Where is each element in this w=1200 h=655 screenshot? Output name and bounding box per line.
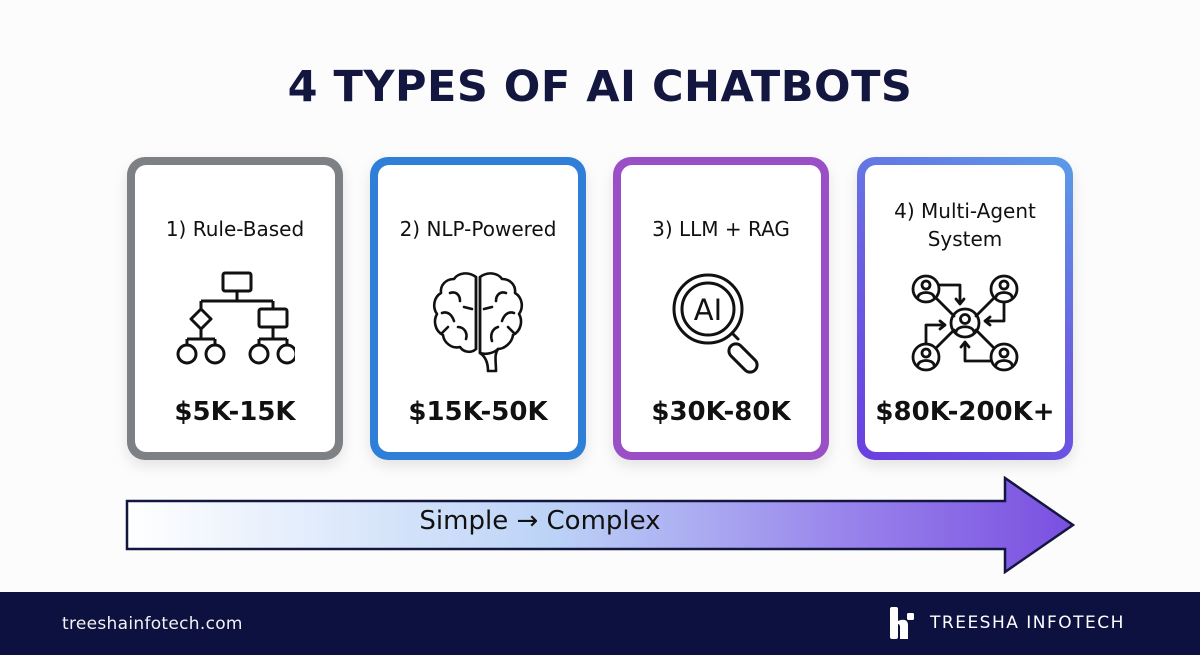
multi-agent-network-icon: [911, 274, 1019, 372]
card-body: 4) Multi-Agent System: [865, 165, 1065, 452]
card-title-line1: 4) Multi-Agent: [894, 199, 1036, 223]
infographic-canvas: 4 TYPES OF AI CHATBOTS 1) Rule-Based $5K…: [125, 62, 1076, 574]
card-title: 2) NLP-Powered: [399, 217, 557, 241]
card-price: $15K-50K: [408, 397, 548, 427]
card-title-line2: System: [927, 227, 1003, 251]
card-title: 1) Rule-Based: [165, 217, 305, 241]
card-llm-rag: 3) LLM + RAG AI $30K-80K: [613, 157, 829, 460]
brain-icon: [432, 272, 524, 373]
card-title: 4) Multi-Agent System: [865, 197, 1065, 253]
treesha-logo-icon: [890, 607, 914, 639]
agent-node: [911, 274, 941, 304]
svg-text:AI: AI: [694, 293, 722, 327]
progression-label: Simple → Complex: [419, 506, 661, 536]
card-multi-agent-system: 4) Multi-Agent System: [857, 157, 1073, 460]
website-link[interactable]: treeshainfotech.com: [62, 614, 243, 634]
card-price: $80K-200K+: [875, 397, 1055, 427]
card-body: 1) Rule-Based $5K-15K: [135, 165, 335, 452]
flowchart-icon: [176, 271, 295, 365]
brand-logo: TREESHA INFOTECH: [888, 607, 1125, 639]
card-body: 3) LLM + RAG AI $30K-80K: [621, 165, 821, 452]
card-nlp-powered: 2) NLP-Powered $15K-50K: [370, 157, 586, 460]
brand-name: TREESHA INFOTECH: [930, 613, 1125, 633]
ai-magnifier-icon: AI: [672, 273, 759, 374]
page-title: 4 TYPES OF AI CHATBOTS: [287, 62, 913, 112]
footer: treeshainfotech.com TREESHA INFOTECH: [0, 592, 1200, 655]
card-title: 3) LLM + RAG: [652, 217, 790, 241]
card-rule-based: 1) Rule-Based $5K-15K: [127, 157, 343, 460]
card-price: $30K-80K: [651, 397, 791, 427]
card-price: $5K-15K: [174, 397, 296, 427]
simple-to-complex-arrow: [125, 476, 1076, 574]
card-body: 2) NLP-Powered $15K-50K: [378, 165, 578, 452]
